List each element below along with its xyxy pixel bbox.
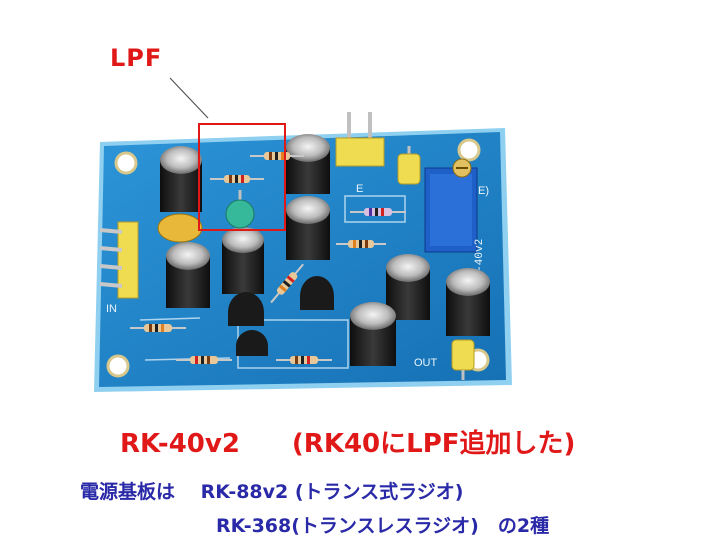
- capacitor-c6: [386, 254, 430, 320]
- silk-e-label: E: [356, 183, 363, 195]
- caption-line-1: 電源基板は RK-88v2 (トランス式ラジオ): [80, 481, 464, 503]
- resistor-r8: [270, 263, 304, 304]
- ceramic-capacitor: [157, 213, 203, 243]
- capacitor-c5: [222, 227, 264, 294]
- resistor-lpf-2: [250, 152, 304, 160]
- transistors: [228, 276, 334, 356]
- caption-line-2: RK-368(トランスレスラジオ) の2種: [216, 515, 550, 537]
- resistors: [130, 152, 406, 364]
- silk-out-label: OUT: [414, 357, 438, 369]
- capacitor-c2: [286, 134, 330, 194]
- resistor-r4: [336, 240, 386, 248]
- electrolytic-capacitors: [160, 134, 490, 366]
- lpf-label: LPF: [110, 44, 163, 72]
- input-pin-header: [99, 221, 139, 299]
- resistor-r5: [130, 324, 186, 332]
- resistor-r6: [176, 356, 232, 364]
- capacitor-c7: [350, 302, 396, 366]
- lpf-pointer-line: [169, 77, 209, 119]
- power-pin-header: [335, 112, 385, 167]
- lpf-film-capacitor: [225, 190, 255, 229]
- capacitor-c3: [286, 196, 330, 260]
- silk-right-edge-label: E): [478, 185, 489, 197]
- resistor-r3: [350, 208, 406, 216]
- capacitor-c1: [160, 146, 202, 212]
- resistor-lpf-1: [210, 175, 264, 183]
- lpf-highlight-box: [198, 123, 286, 231]
- resistor-r7: [276, 356, 332, 364]
- capacitor-c4: [166, 242, 210, 308]
- test-post: [397, 146, 421, 185]
- pcb-photo: IN E E) RK-40v2: [94, 77, 512, 392]
- trimmer-potentiometer: [424, 158, 478, 253]
- capacitor-c8: [446, 268, 490, 336]
- caption-title: RK-40v2 (RK40にLPF追加した): [120, 429, 576, 459]
- silk-in-label: IN: [106, 303, 117, 315]
- output-connector: [451, 339, 475, 380]
